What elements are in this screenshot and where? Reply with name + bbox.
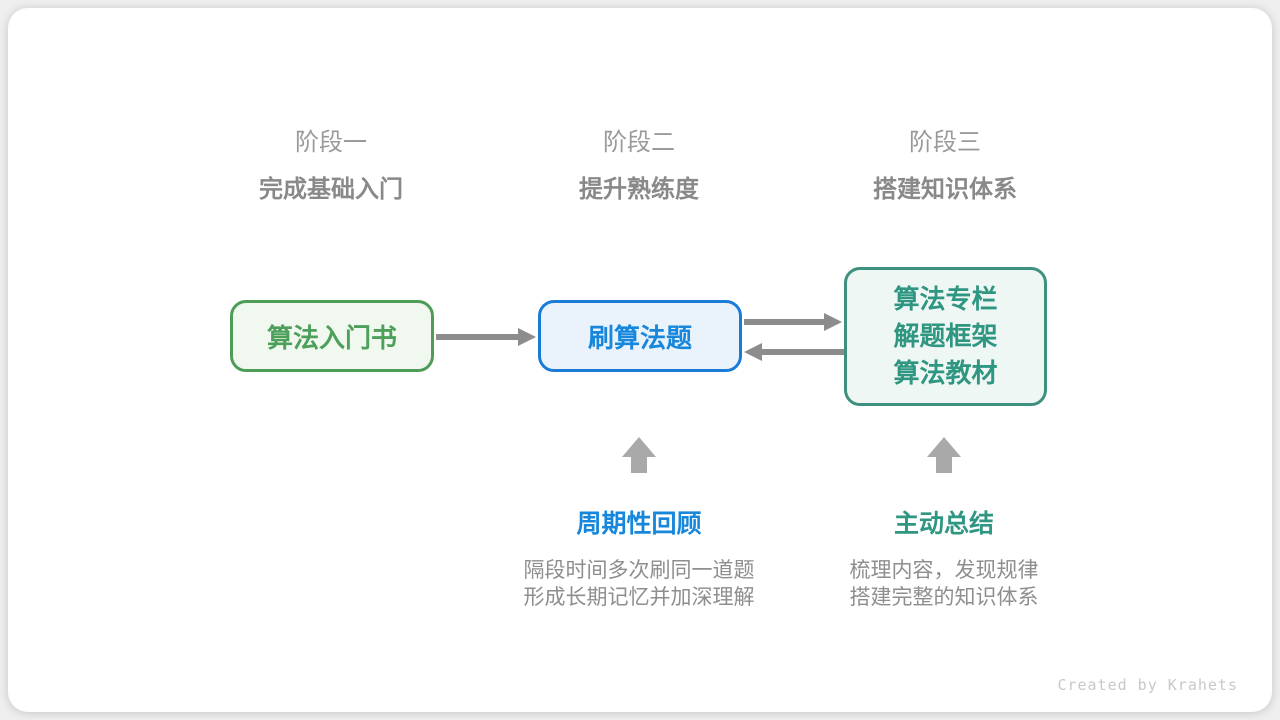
node-resources-line-3: 算法教材 xyxy=(893,358,998,388)
annotation-active-summary-label: 主动总结 xyxy=(893,510,994,538)
arrow-resources-to-practice-line xyxy=(762,349,844,355)
node-resources-line-1: 算法专栏 xyxy=(893,284,998,314)
node-intro-book: 算法入门书 xyxy=(230,300,434,372)
stage2-subtitle: 提升熟练度 xyxy=(579,176,699,203)
stage3-subtitle: 搭建知识体系 xyxy=(873,176,1017,203)
annotation-active-summary-desc-line-1: 梳理内容，发现规律 xyxy=(849,559,1039,582)
up-arrow-active-summary-stem xyxy=(936,457,952,473)
node-practice-problems-label: 刷算法题 xyxy=(587,322,692,353)
node-knowledge-resources: 算法专栏 解题框架 算法教材 xyxy=(844,267,1047,406)
annotation-active-summary-desc: 梳理内容，发现规律 搭建完整的知识体系 xyxy=(784,557,1104,611)
arrow-book-to-practice-head-icon xyxy=(518,328,536,346)
annotation-periodic-review-desc-line-1: 隔段时间多次刷同一道题 xyxy=(523,559,755,582)
arrow-practice-to-resources-line xyxy=(744,319,826,325)
node-intro-book-label: 算法入门书 xyxy=(266,322,397,353)
arrow-book-to-practice-line xyxy=(436,334,520,340)
arrow-resources-to-practice-head-icon xyxy=(744,343,762,361)
node-resources-line-2: 解题框架 xyxy=(893,321,998,351)
stage3-title: 阶段三 xyxy=(909,129,981,156)
annotation-periodic-review-label: 周期性回顾 xyxy=(576,510,702,538)
stage1-title: 阶段一 xyxy=(295,129,367,156)
stage1-subtitle: 完成基础入门 xyxy=(259,176,403,203)
up-arrow-active-summary-icon xyxy=(927,437,961,457)
up-arrow-periodic-review-icon xyxy=(622,437,656,457)
stage2-title: 阶段二 xyxy=(603,129,675,156)
annotation-active-summary-desc-line-2: 搭建完整的知识体系 xyxy=(849,586,1039,609)
up-arrow-periodic-review-stem xyxy=(631,457,647,473)
node-practice-problems: 刷算法题 xyxy=(538,300,742,372)
footer-credit: Created by Krahets xyxy=(1057,676,1238,694)
annotation-periodic-review-desc: 隔段时间多次刷同一道题 形成长期记忆并加深理解 xyxy=(479,557,799,611)
arrow-practice-to-resources-head-icon xyxy=(824,313,842,331)
annotation-periodic-review-desc-line-2: 形成长期记忆并加深理解 xyxy=(523,586,755,609)
